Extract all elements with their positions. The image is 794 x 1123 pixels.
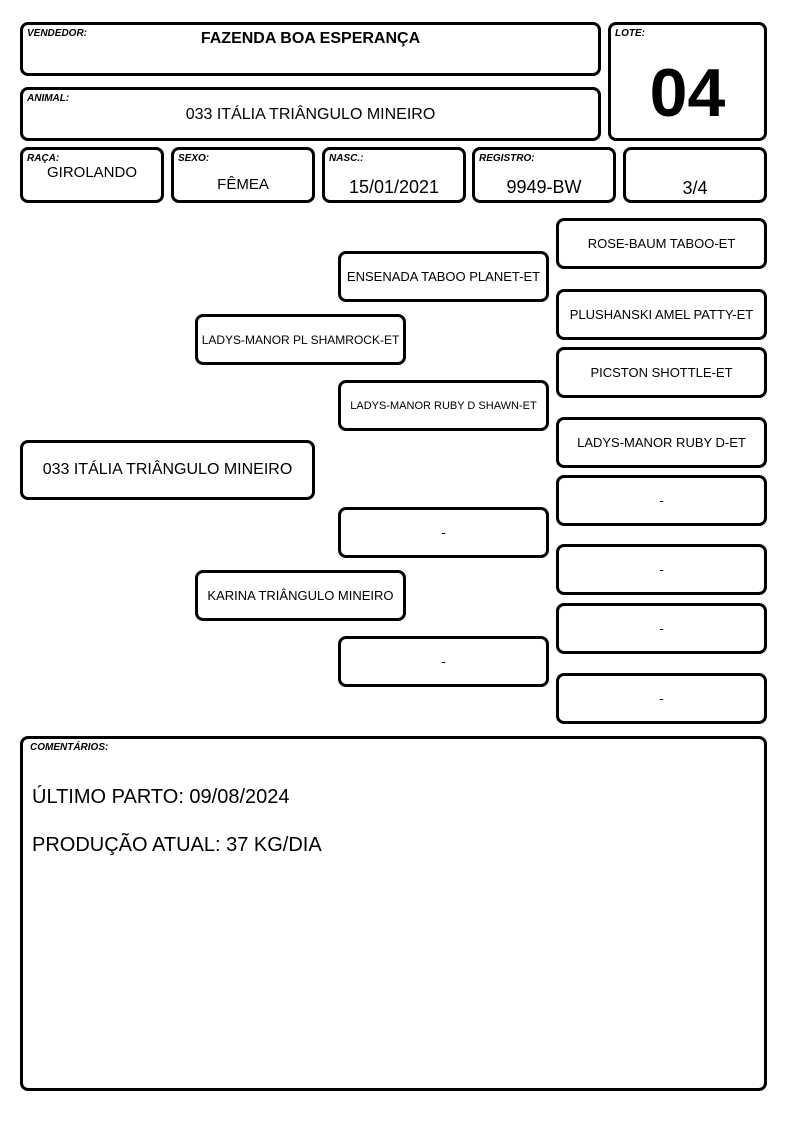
comments-label: COMENTÁRIOS:: [30, 742, 109, 753]
sexo-value: FÊMEA: [217, 176, 269, 193]
comments-line-1: ÚLTIMO PARTO: 09/08/2024: [32, 786, 290, 808]
pedigree-ggp-6: -: [556, 544, 767, 595]
comments-box: COMENTÁRIOS: ÚLTIMO PARTO: 09/08/2024 PR…: [20, 736, 767, 1091]
grau-sangue-value: 3/4: [682, 178, 708, 198]
lote-label: LOTE:: [615, 28, 645, 39]
vendedor-box: VENDEDOR: FAZENDA BOA ESPERANÇA: [20, 22, 601, 76]
comments-text: ÚLTIMO PARTO: 09/08/2024 PRODUÇÃO ATUAL:…: [32, 761, 322, 881]
pedigree-ggp-2: PLUSHANSKI AMEL PATTY-ET: [556, 289, 767, 340]
raca-label: RAÇA:: [27, 153, 60, 164]
raca-box: RAÇA: GIROLANDO: [20, 147, 164, 203]
sexo-label: SEXO:: [178, 153, 210, 164]
nasc-label: NASC.:: [329, 153, 364, 164]
registro-value: 9949-BW: [506, 177, 582, 197]
pedigree-ggp-3: PICSTON SHOTTLE-ET: [556, 347, 767, 398]
pedigree-sire-sire: ENSENADA TABOO PLANET-ET: [338, 251, 549, 302]
pedigree-animal: 033 ITÁLIA TRIÂNGULO MINEIRO: [20, 440, 315, 500]
sexo-box: SEXO: FÊMEA: [171, 147, 315, 203]
vendedor-value: FAZENDA BOA ESPERANÇA: [200, 30, 421, 47]
pedigree-ggp-1: ROSE-BAUM TABOO-ET: [556, 218, 767, 269]
pedigree-ggp-8: -: [556, 673, 767, 724]
nasc-value: 15/01/2021: [348, 177, 440, 197]
lote-box: LOTE: 04: [608, 22, 767, 141]
pedigree-sire: LADYS-MANOR PL SHAMROCK-ET: [195, 314, 406, 365]
raca-value: GIROLANDO: [46, 164, 137, 181]
nasc-box: NASC.: 15/01/2021: [322, 147, 466, 203]
pedigree-dam-dam: -: [338, 636, 549, 687]
pedigree-ggp-7: -: [556, 603, 767, 654]
pedigree-ggp-4: LADYS-MANOR RUBY D-ET: [556, 417, 767, 468]
pedigree-dam: KARINA TRIÂNGULO MINEIRO: [195, 570, 406, 621]
comments-line-2: PRODUÇÃO ATUAL: 37 KG/DIA: [32, 834, 322, 856]
animal-label: ANIMAL:: [27, 93, 70, 104]
grau-sangue-box: 3/4: [623, 147, 767, 203]
pedigree-dam-sire: -: [338, 507, 549, 558]
pedigree-ggp-5: -: [556, 475, 767, 526]
lote-value: 04: [649, 55, 726, 131]
registro-box: REGISTRO: 9949-BW: [472, 147, 616, 203]
vendedor-label: VENDEDOR:: [27, 28, 88, 39]
pedigree-sire-dam: LADYS-MANOR RUBY D SHAWN-ET: [338, 380, 549, 431]
registro-label: REGISTRO:: [479, 153, 535, 164]
animal-box: ANIMAL: 033 ITÁLIA TRIÂNGULO MINEIRO: [20, 87, 601, 141]
animal-value: 033 ITÁLIA TRIÂNGULO MINEIRO: [185, 106, 436, 123]
